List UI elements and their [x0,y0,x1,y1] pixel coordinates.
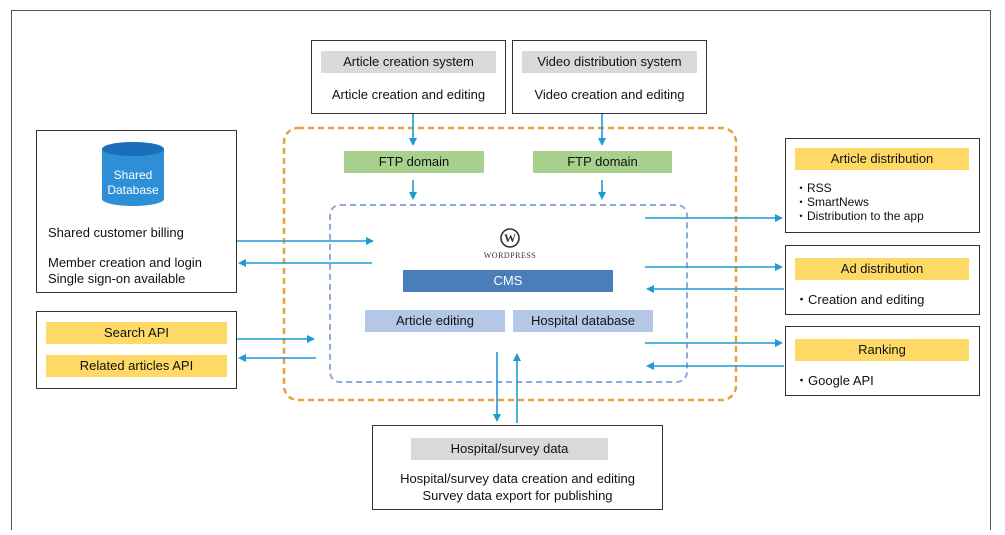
ftp-domain-right: FTP domain [533,151,672,173]
video-distribution-system-desc: Video creation and editing [534,87,685,102]
ad-distribution-title: Ad distribution [795,258,969,280]
search-api: Search API [46,322,227,344]
ranking-item: ・Google API [795,373,874,388]
cms-bar: CMS [403,270,613,292]
article-editing: Article editing [365,310,505,332]
video-distribution-system-box: Video distribution system Video creation… [512,40,707,114]
member-creation-login: Member creation and login [48,255,202,270]
article-distribution-box: Article distribution ・RSS ・SmartNews ・Di… [785,138,980,233]
ftp-domain-left: FTP domain [344,151,484,173]
shared-customer-billing: Shared customer billing [48,225,184,240]
article-creation-system-box: Article creation system Article creation… [311,40,506,114]
wordpress-platform-boundary [282,126,738,402]
article-creation-system-title: Article creation system [321,51,496,73]
ad-distribution-item: ・Creation and editing [795,292,925,307]
database-icon-label-1: Shared [113,168,153,182]
ad-distribution-box: Ad distribution ・Creation and editing [785,245,980,315]
ranking-box: Ranking ・Google API [785,326,980,396]
video-distribution-system-title: Video distribution system [522,51,697,73]
outer-frame [11,10,991,530]
article-distribution-item-rss: ・RSS [795,181,832,195]
wordpress-icon: W [500,228,520,248]
database-icon-label-2: Database [107,183,159,197]
svg-text:W: W [504,231,516,245]
single-sign-on: Single sign-on available [48,271,186,286]
database-icon [102,142,164,206]
article-distribution-item-app: ・Distribution to the app [795,209,924,223]
ranking-title: Ranking [795,339,969,361]
hospital-survey-box: Hospital/survey data Hospital/survey dat… [372,425,663,510]
hospital-survey-title: Hospital/survey data [411,438,608,460]
article-distribution-item-smartnews: ・SmartNews [795,195,870,209]
shared-database-box: Shared Database Shared customer billing … [36,130,237,293]
hospital-survey-line-2: Survey data export for publishing [422,488,613,503]
cms-boundary [329,204,688,383]
article-creation-system-desc: Article creation and editing [331,87,486,102]
related-articles-api: Related articles API [46,355,227,377]
article-distribution-title: Article distribution [795,148,969,170]
hospital-database: Hospital database [513,310,653,332]
wordpress-logo-text: WordPress [483,251,537,260]
hospital-survey-line-1: Hospital/survey data creation and editin… [400,471,635,486]
wordpress-logo: W [485,228,535,248]
api-box: Search API Related articles API [36,311,237,389]
